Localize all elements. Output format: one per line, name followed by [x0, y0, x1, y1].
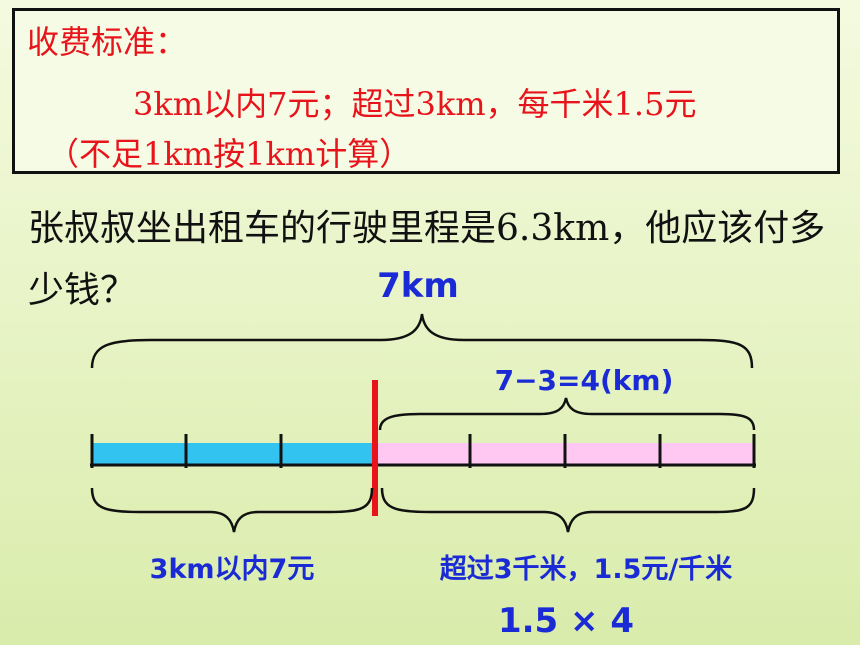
fare-rules-line1: 3km以内7元；超过3km，每千米1.5元 [133, 85, 697, 123]
base-brace [90, 487, 374, 533]
fare-rules-box: 收费标准： 3km以内7元；超过3km，每千米1.5元 （不足1km按1km计算… [12, 8, 840, 174]
fare-rules-title: 收费标准： [27, 23, 188, 61]
segment-base [92, 443, 375, 465]
calculation-text: 1.5 × 4 [498, 601, 634, 641]
question-text: 张叔叔坐出租车的行驶里程是6.3km，他应该付多少钱？ [28, 208, 826, 311]
total-brace [90, 313, 754, 369]
extra-brace [378, 397, 756, 431]
extra-distance-label: 7−3=4(km) [495, 364, 674, 397]
fare-rules-line2: （不足1km按1km计算） [47, 135, 412, 173]
extra-price-brace [380, 487, 756, 533]
extra-price-label: 超过3千米，1.5元/千米 [440, 554, 732, 585]
total-distance-label: 7km [377, 266, 459, 306]
base-price-label: 3km以内7元 [150, 554, 315, 585]
